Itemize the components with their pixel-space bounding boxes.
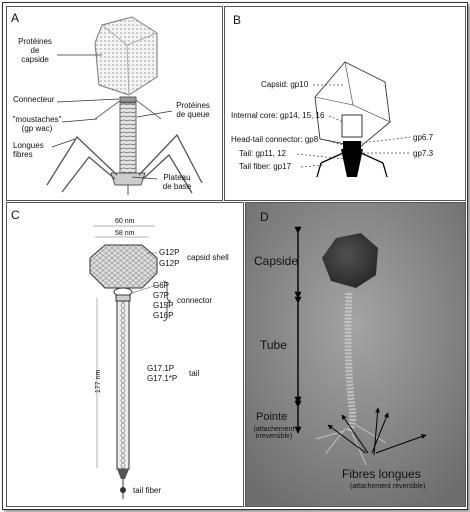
connector-protein-4: G16P (153, 311, 174, 320)
tail-protein-1: G17.1P (147, 364, 175, 373)
line: de (30, 46, 40, 55)
label-fibres-longues: Fibres longues (342, 467, 421, 481)
label-tail-gp11: Tail: gp11, 12 (239, 149, 286, 158)
tail-c (116, 300, 130, 470)
phage-drawing-b (296, 61, 412, 178)
line: de queue (176, 110, 210, 119)
panel-c: C (6, 202, 244, 507)
capsid-a (94, 16, 158, 96)
label-tail-proteins: Protéines de queue (169, 101, 217, 119)
panel-b-letter: B (233, 13, 242, 27)
label-fibres-note: (attachement réversible) (350, 483, 426, 490)
line: Longues (13, 141, 44, 150)
line: Protéines (176, 101, 210, 110)
line: fibres (13, 150, 33, 159)
tail-label: tail (189, 369, 200, 378)
panel-b: B Capsid: gp10 Internal core (224, 6, 466, 201)
capsid-protein-1: G12P (159, 248, 180, 257)
line: de base (162, 182, 192, 191)
phage-drawing-a (46, 16, 203, 195)
label-capsid-gp10: Capsid: gp10 (261, 80, 309, 89)
label-whiskers: "moustaches" (gp wac) (11, 115, 63, 133)
baseplate-a (110, 172, 146, 186)
label-baseplate: Plateau de base (157, 173, 197, 191)
label-head-tail-connector: Head-tail connector: gp8 (231, 135, 319, 144)
dim-top: 60 nm (115, 218, 135, 225)
line: Plateau (163, 173, 191, 182)
label-gp6-7: gp6.7 (413, 133, 434, 142)
internal-core (341, 114, 363, 138)
panel-a-letter: A (11, 11, 20, 25)
line: irreversible) (255, 433, 293, 440)
line: capside (21, 55, 49, 64)
capsid-protein-2: G12P (159, 259, 180, 268)
capsid-c (89, 244, 158, 289)
micrograph-tail (344, 292, 357, 433)
line: Protéines (18, 37, 52, 46)
connector-protein-3: G15P (153, 301, 174, 310)
tail-a (119, 102, 137, 174)
label-internal-core: Internal core: gp14, 15, 16 (231, 111, 325, 120)
panel-d-letter: D (260, 210, 269, 224)
panel-a: A (6, 6, 223, 201)
dim-tail: 177 nm (95, 369, 103, 394)
line: "moustaches" (12, 115, 62, 124)
phage-drawing-c (89, 225, 172, 499)
connector-protein-1: G6P (153, 281, 170, 290)
line: (gp wac) (21, 124, 53, 133)
tail-protein-2: G17.1*P (147, 374, 178, 383)
capsid-shell-label: capsid shell (187, 253, 229, 262)
micrograph-capsid (322, 233, 378, 288)
connector-label: connector (177, 296, 213, 305)
dim-head: 58 nm (115, 230, 135, 237)
panel-c-letter: C (11, 208, 20, 222)
label-connector: Connecteur (13, 95, 55, 104)
panel-d: D Capside Tube Pointe (attachement irrev… (245, 202, 466, 507)
label-long-fibers: Longues fibres (13, 141, 44, 159)
label-capside: Capside (254, 254, 299, 268)
micrograph-d (246, 203, 465, 506)
label-tail-fiber-gp17: Tail fiber: gp17 (239, 162, 292, 171)
connector-protein-2: G7P (153, 291, 170, 300)
label-tube: Tube (260, 338, 287, 352)
tail-b (341, 149, 363, 177)
line: (attachement (253, 426, 295, 433)
label-gp7-3: gp7.3 (413, 149, 434, 158)
tail-fiber-label: tail fiber (133, 486, 162, 495)
label-tip-note: (attachement irreversible) (248, 426, 300, 440)
label-capsid-proteins: Protéines de capside (15, 37, 55, 64)
label-pointe: Pointe (256, 411, 288, 423)
